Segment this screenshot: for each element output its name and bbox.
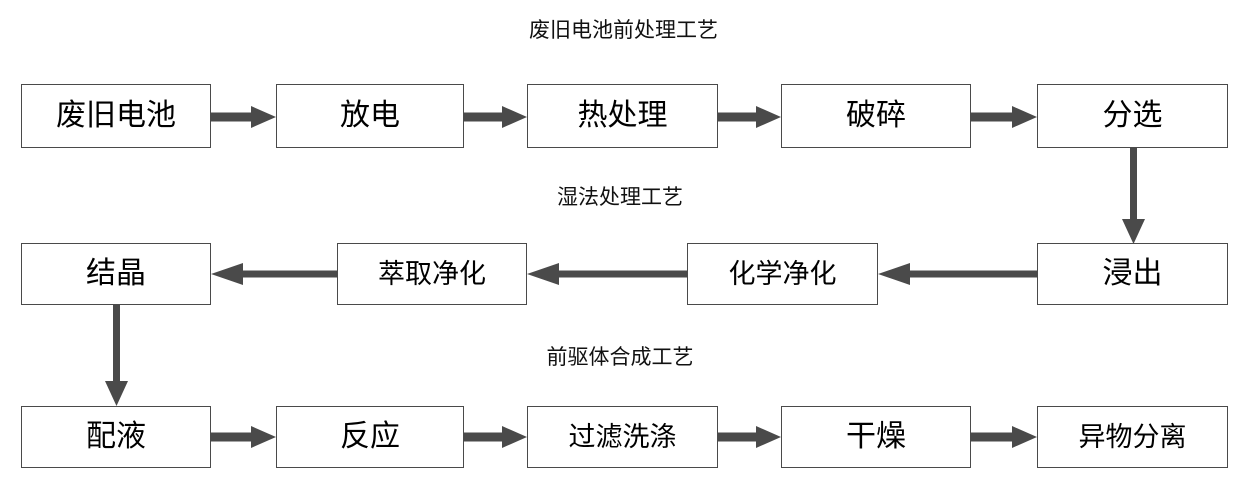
arrow-filtration-washing-to-drying (718, 426, 781, 448)
node-foreign-matter-separation[interactable]: 异物分离 (1037, 406, 1228, 468)
node-reaction[interactable]: 反应 (276, 406, 464, 468)
node-filtration-washing[interactable]: 过滤洗涤 (527, 406, 718, 468)
node-crystallization[interactable]: 结晶 (21, 243, 211, 305)
arrow-leaching-to-chemical-purification (878, 263, 1037, 285)
arrow-extraction-purification-to-crystallization (211, 263, 337, 285)
section-title-pretreatment: 废旧电池前处理工艺 (529, 18, 718, 42)
arrow-heat-treatment-to-crushing (718, 106, 781, 128)
arrow-drying-to-foreign-matter-separation (971, 426, 1037, 448)
node-sorting[interactable]: 分选 (1037, 84, 1228, 148)
node-crushing[interactable]: 破碎 (781, 84, 971, 148)
node-heat-treatment[interactable]: 热处理 (527, 84, 718, 148)
arrow-discharge-to-heat-treatment (464, 106, 527, 128)
node-leaching[interactable]: 浸出 (1037, 243, 1228, 305)
node-waste-battery[interactable]: 废旧电池 (21, 84, 211, 148)
arrow-solution-preparation-to-reaction (211, 426, 276, 448)
section-title-hydrometallurgy: 湿法处理工艺 (557, 185, 683, 209)
node-drying[interactable]: 干燥 (781, 406, 971, 468)
arrow-reaction-to-filtration-washing (464, 426, 527, 448)
section-title-precursor: 前驱体合成工艺 (546, 345, 694, 369)
arrow-crushing-to-sorting (971, 106, 1037, 128)
node-solution-preparation[interactable]: 配液 (21, 406, 211, 468)
arrow-waste-battery-to-discharge (211, 106, 276, 128)
node-extraction-purification[interactable]: 萃取净化 (337, 243, 527, 305)
node-chemical-purification[interactable]: 化学净化 (687, 243, 878, 305)
node-discharge[interactable]: 放电 (276, 84, 464, 148)
arrow-chemical-purification-to-extraction-purification (527, 263, 687, 285)
